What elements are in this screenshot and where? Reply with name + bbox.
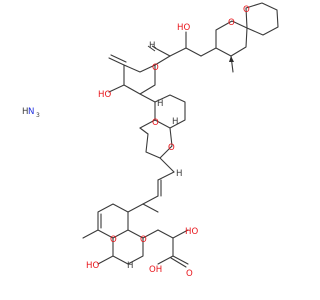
- upper-side-chain: [147, 31, 202, 66]
- atom-label-h-thf: H: [176, 169, 182, 179]
- atom-label-o-acid-1: OH: [149, 265, 162, 275]
- atom-label-o-ring-mid: O: [152, 63, 159, 73]
- atom-label-o-thf: O: [168, 143, 175, 153]
- atom-label-oh-upper: HO: [177, 23, 190, 33]
- atom-label-o-spiro-mid: O: [152, 118, 159, 128]
- atom-label-o-spiro-low: O: [140, 235, 147, 245]
- atom-label-h-ring-mid-1: H: [149, 41, 155, 51]
- ammonia-hydrogen-prefix: H: [22, 107, 28, 117]
- ammonia-subscript: 3: [36, 112, 40, 119]
- central-pyran-ring: [108, 54, 156, 103]
- atom-label-o-pyran-low: O: [110, 235, 117, 245]
- atom-label-o-spiro-top-1: O: [243, 5, 250, 15]
- ammonia-label: H N 3: [22, 107, 40, 119]
- atom-label-h-spiro-low: H: [127, 261, 133, 271]
- molecule-structure-diagram: O O HO O H HO H O H O H O HO O H HO OH O…: [22, 2, 279, 279]
- acid-side-chain: [142, 229, 189, 268]
- atom-label-h-spiro-mid: H: [172, 117, 178, 127]
- top-spiroketal-rings: [200, 2, 279, 73]
- atom-label-ho-mid: HO: [98, 90, 111, 100]
- lower-spiroketal-rings: [82, 203, 144, 265]
- atom-label-h-ring-mid-2: H: [157, 99, 163, 109]
- atom-label-oh-acid: HO: [185, 227, 198, 237]
- alkene-chain: [127, 171, 175, 213]
- atom-label-ho-low: HO: [86, 261, 99, 271]
- atom-labels: O O HO O H HO H O H O H O HO O H HO OH O: [86, 5, 250, 279]
- middle-spiroketal-rings: [139, 94, 186, 173]
- atom-label-o-acid-2: O: [186, 269, 193, 279]
- ammonia-nitrogen: N: [28, 107, 34, 117]
- atom-label-o-spiro-top-2: O: [228, 18, 235, 28]
